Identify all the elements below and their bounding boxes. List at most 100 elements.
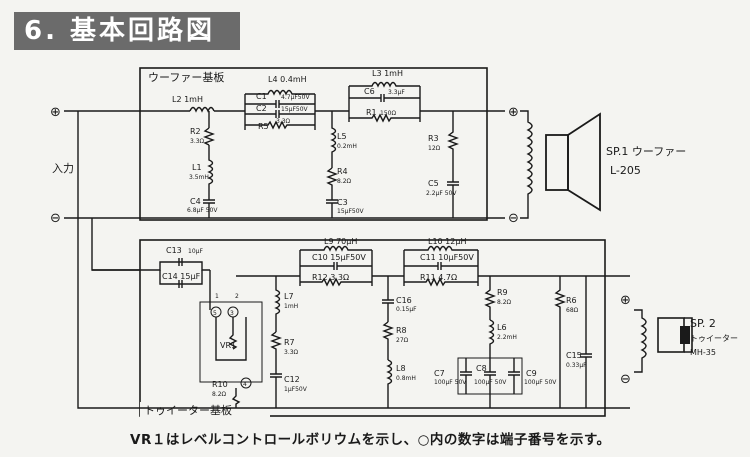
sp2-name: トゥイーター	[690, 334, 738, 343]
L6-inductor	[488, 319, 495, 358]
input-minus-terminal: ⊖	[50, 211, 61, 226]
C14-branch-wire	[159, 270, 203, 285]
C1-label: C1	[256, 92, 267, 101]
R1-label: R1	[366, 108, 377, 117]
R4-label: R4	[337, 167, 348, 176]
C7-value: 100μF 50V	[434, 379, 467, 386]
C6-value: 3.3μF	[388, 89, 405, 96]
R1-value: 150Ω	[380, 110, 396, 117]
C16-label: C16	[396, 296, 412, 305]
L7-label: L7	[284, 292, 294, 301]
R8-resistor	[382, 321, 394, 360]
C4-capacitor	[203, 199, 215, 204]
C10-label: C10 15μF50V	[312, 253, 366, 262]
L4-inductor	[245, 89, 315, 96]
R5-resistor	[245, 120, 315, 130]
L5-value: 0.2mH	[337, 143, 357, 150]
C9-value: 100μF 50V	[524, 379, 557, 386]
sp2-label: SP. 2	[690, 317, 716, 330]
C6-capacitor	[349, 94, 420, 102]
L3-inductor	[349, 81, 420, 88]
C3-value: 15μF50V	[337, 208, 365, 215]
C5-label: C5	[428, 179, 439, 188]
tweeter-speaker-magnet	[680, 326, 690, 344]
sp1-model: L-205	[610, 164, 641, 177]
R4-resistor	[326, 167, 338, 200]
C12-value: 1μF50V	[284, 386, 308, 393]
L1-value: 3.5mH	[189, 174, 209, 181]
L9-label: L9 70μH	[324, 237, 357, 246]
C13-capacitor	[178, 258, 183, 266]
woofer-board-label: ウーファー基板	[148, 70, 224, 84]
C12-capacitor	[270, 373, 282, 408]
block4-rails	[403, 250, 479, 286]
terminal-5: 5	[213, 310, 217, 317]
R8-label: R8	[396, 326, 407, 335]
C1-value: 4.7μF50V	[281, 94, 310, 101]
L10-inductor	[404, 245, 478, 252]
tweeter-voice-coil	[634, 309, 647, 373]
terminal-3: 3	[230, 310, 234, 317]
C14-label: C14 15μF	[162, 272, 201, 281]
R12-label: R12 3.3Ω	[312, 273, 349, 282]
R8-value: 27Ω	[396, 337, 409, 344]
sp2-model: MH-35	[690, 348, 716, 357]
L1-label: L1	[192, 163, 202, 172]
L4-label: L4 0.4mH	[268, 75, 307, 84]
tweeter-plus-terminal: ⊕	[620, 293, 631, 308]
R6-value: 68Ω	[566, 307, 579, 314]
ground-link-wire	[91, 218, 140, 271]
woofer-plus-terminal: ⊕	[508, 105, 519, 120]
C11-label: C11 10μF50V	[420, 253, 474, 262]
R5-label: R5	[258, 122, 269, 131]
C4-label: C4	[190, 197, 201, 206]
C9-label: C9	[526, 369, 537, 378]
R3-resistor	[447, 111, 459, 182]
sp1-label: SP.1 ウーファー	[606, 145, 686, 158]
C11-capacitor	[404, 262, 478, 270]
C2-capacitor	[245, 110, 315, 118]
R2-label: R2	[190, 127, 201, 136]
L2-inductor	[189, 106, 215, 113]
L5-label: L5	[337, 132, 347, 141]
tweeter-board-label: トゥイーター基板	[144, 403, 232, 417]
C10-capacitor	[300, 262, 372, 270]
VR1-label: VR1	[220, 341, 236, 350]
R3-label: R3	[428, 134, 439, 143]
L1-inductor	[207, 145, 214, 200]
C13-label: C13	[166, 246, 182, 255]
R4-value: 8.2Ω	[337, 178, 352, 185]
R10-label: R10	[212, 380, 228, 389]
L8-inductor	[386, 359, 393, 408]
L9-inductor	[300, 245, 372, 252]
tweeter-board-label-bg	[140, 402, 270, 417]
C14-capacitor	[178, 280, 183, 288]
C3-capacitor	[326, 199, 338, 218]
C9-capacitor	[508, 358, 520, 394]
R3-value: 12Ω	[428, 145, 441, 152]
block1-rails	[244, 94, 316, 130]
input-label: 入力	[52, 162, 74, 175]
L2-label: L2 1mH	[172, 95, 203, 104]
C3-label: C3	[337, 198, 348, 207]
R7-label: R7	[284, 338, 295, 347]
terminal-4: 4	[243, 381, 247, 388]
R11-resistor	[404, 277, 478, 287]
woofer-minus-terminal: ⊖	[508, 211, 519, 226]
R10-resistor	[231, 388, 241, 408]
C8-capacitor	[484, 358, 496, 394]
C7-label: C7	[434, 369, 445, 378]
woofer-board-label-bg	[146, 70, 240, 83]
C16-value: 0.15μF	[396, 306, 417, 313]
C6-label: C6	[364, 87, 375, 96]
block2-rails	[348, 86, 421, 122]
L8-label: L8	[396, 364, 406, 373]
R9-label: R9	[497, 288, 508, 297]
L6-value: 2.2mH	[497, 334, 517, 341]
R10-value: 8.2Ω	[212, 391, 227, 398]
VR1-wiper	[228, 317, 238, 350]
L8-value: 0.8mH	[396, 375, 416, 382]
R7-resistor	[270, 331, 282, 374]
VR1-enclosure	[199, 301, 263, 383]
